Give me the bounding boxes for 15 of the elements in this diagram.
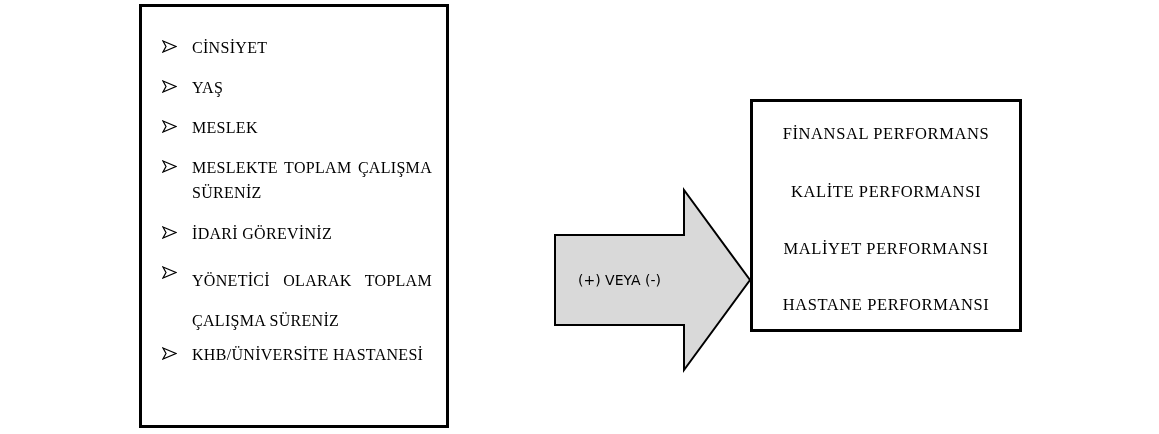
block-arrow — [554, 186, 752, 374]
list-item: KHB/ÜNİVERSİTE HASTANESİ — [192, 345, 425, 365]
outcome-box — [750, 99, 1022, 332]
list-box — [139, 4, 449, 428]
outcome-item: FİNANSAL PERFORMANS — [781, 124, 991, 144]
edge-label: (+) VEYA (-) — [578, 272, 661, 288]
list-item: MESLEK — [192, 118, 259, 138]
outcome-item: KALİTE PERFORMANSI — [790, 182, 982, 202]
list-item: MESLEKTE TOPLAM ÇALIŞMA SÜRENİZ — [192, 158, 432, 203]
list-item: YAŞ — [192, 78, 225, 99]
outcome-item: MALİYET PERFORMANSI — [782, 239, 990, 259]
outcome-item: HASTANE PERFORMANSI — [781, 295, 991, 315]
list-item: İDARİ GÖREVİNİZ — [192, 224, 334, 244]
list-item: YÖNETİCİ OLARAK TOPLAM ÇALIŞMA SÜRENİZ — [192, 271, 432, 332]
list-item: CİNSİYET — [192, 38, 269, 58]
